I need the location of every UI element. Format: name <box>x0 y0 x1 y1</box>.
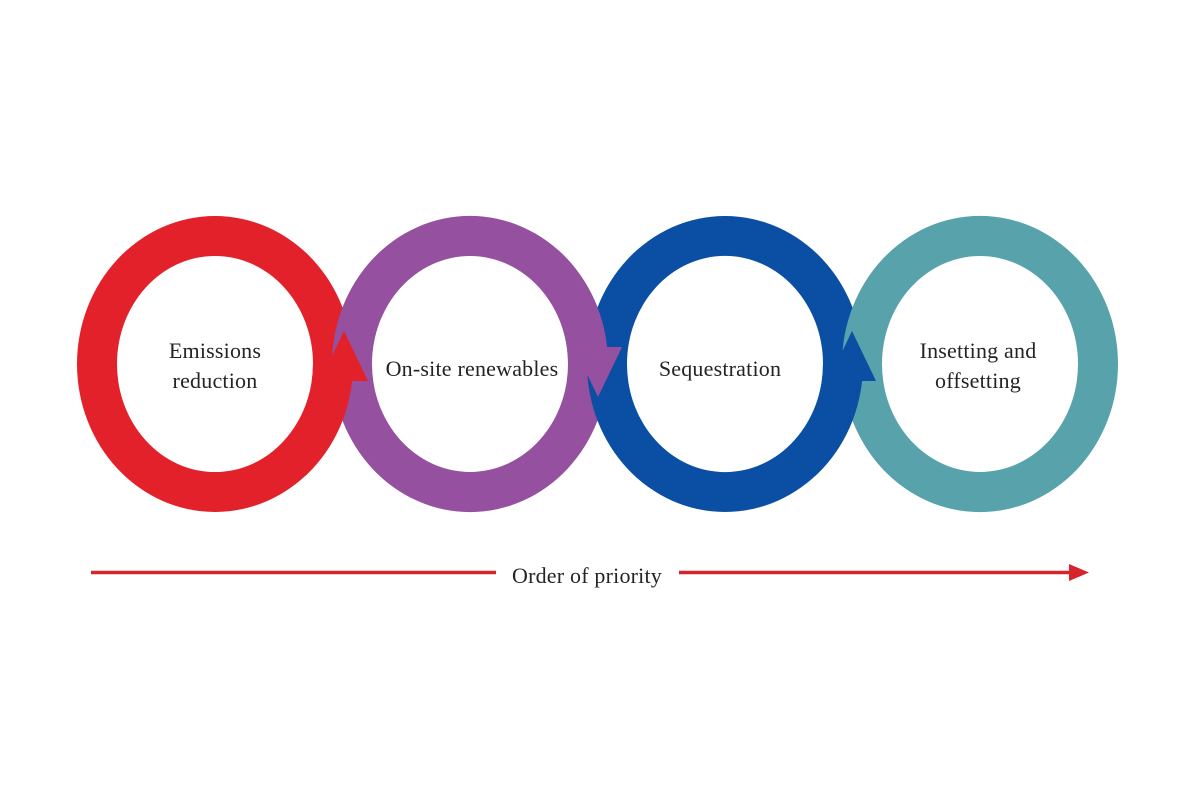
ring-emissions-reduction-arrowhead-icon <box>320 331 368 381</box>
ring-sequestration-arrowhead-icon <box>828 331 876 381</box>
priority-arrowhead-icon <box>1069 564 1089 581</box>
ring-emissions-reduction-weave <box>282 364 353 476</box>
priority-arrow-label: Order of priority <box>511 563 663 588</box>
ring-label-sequestration: Sequestration <box>658 356 782 381</box>
ring-onsite-renewables-weave <box>535 250 608 364</box>
ring-onsite-renewables-arrowhead-icon <box>574 347 622 397</box>
ring-sequestration-weave <box>792 364 863 476</box>
ring-label-onsite-renewables: On-site renewables <box>385 356 559 381</box>
